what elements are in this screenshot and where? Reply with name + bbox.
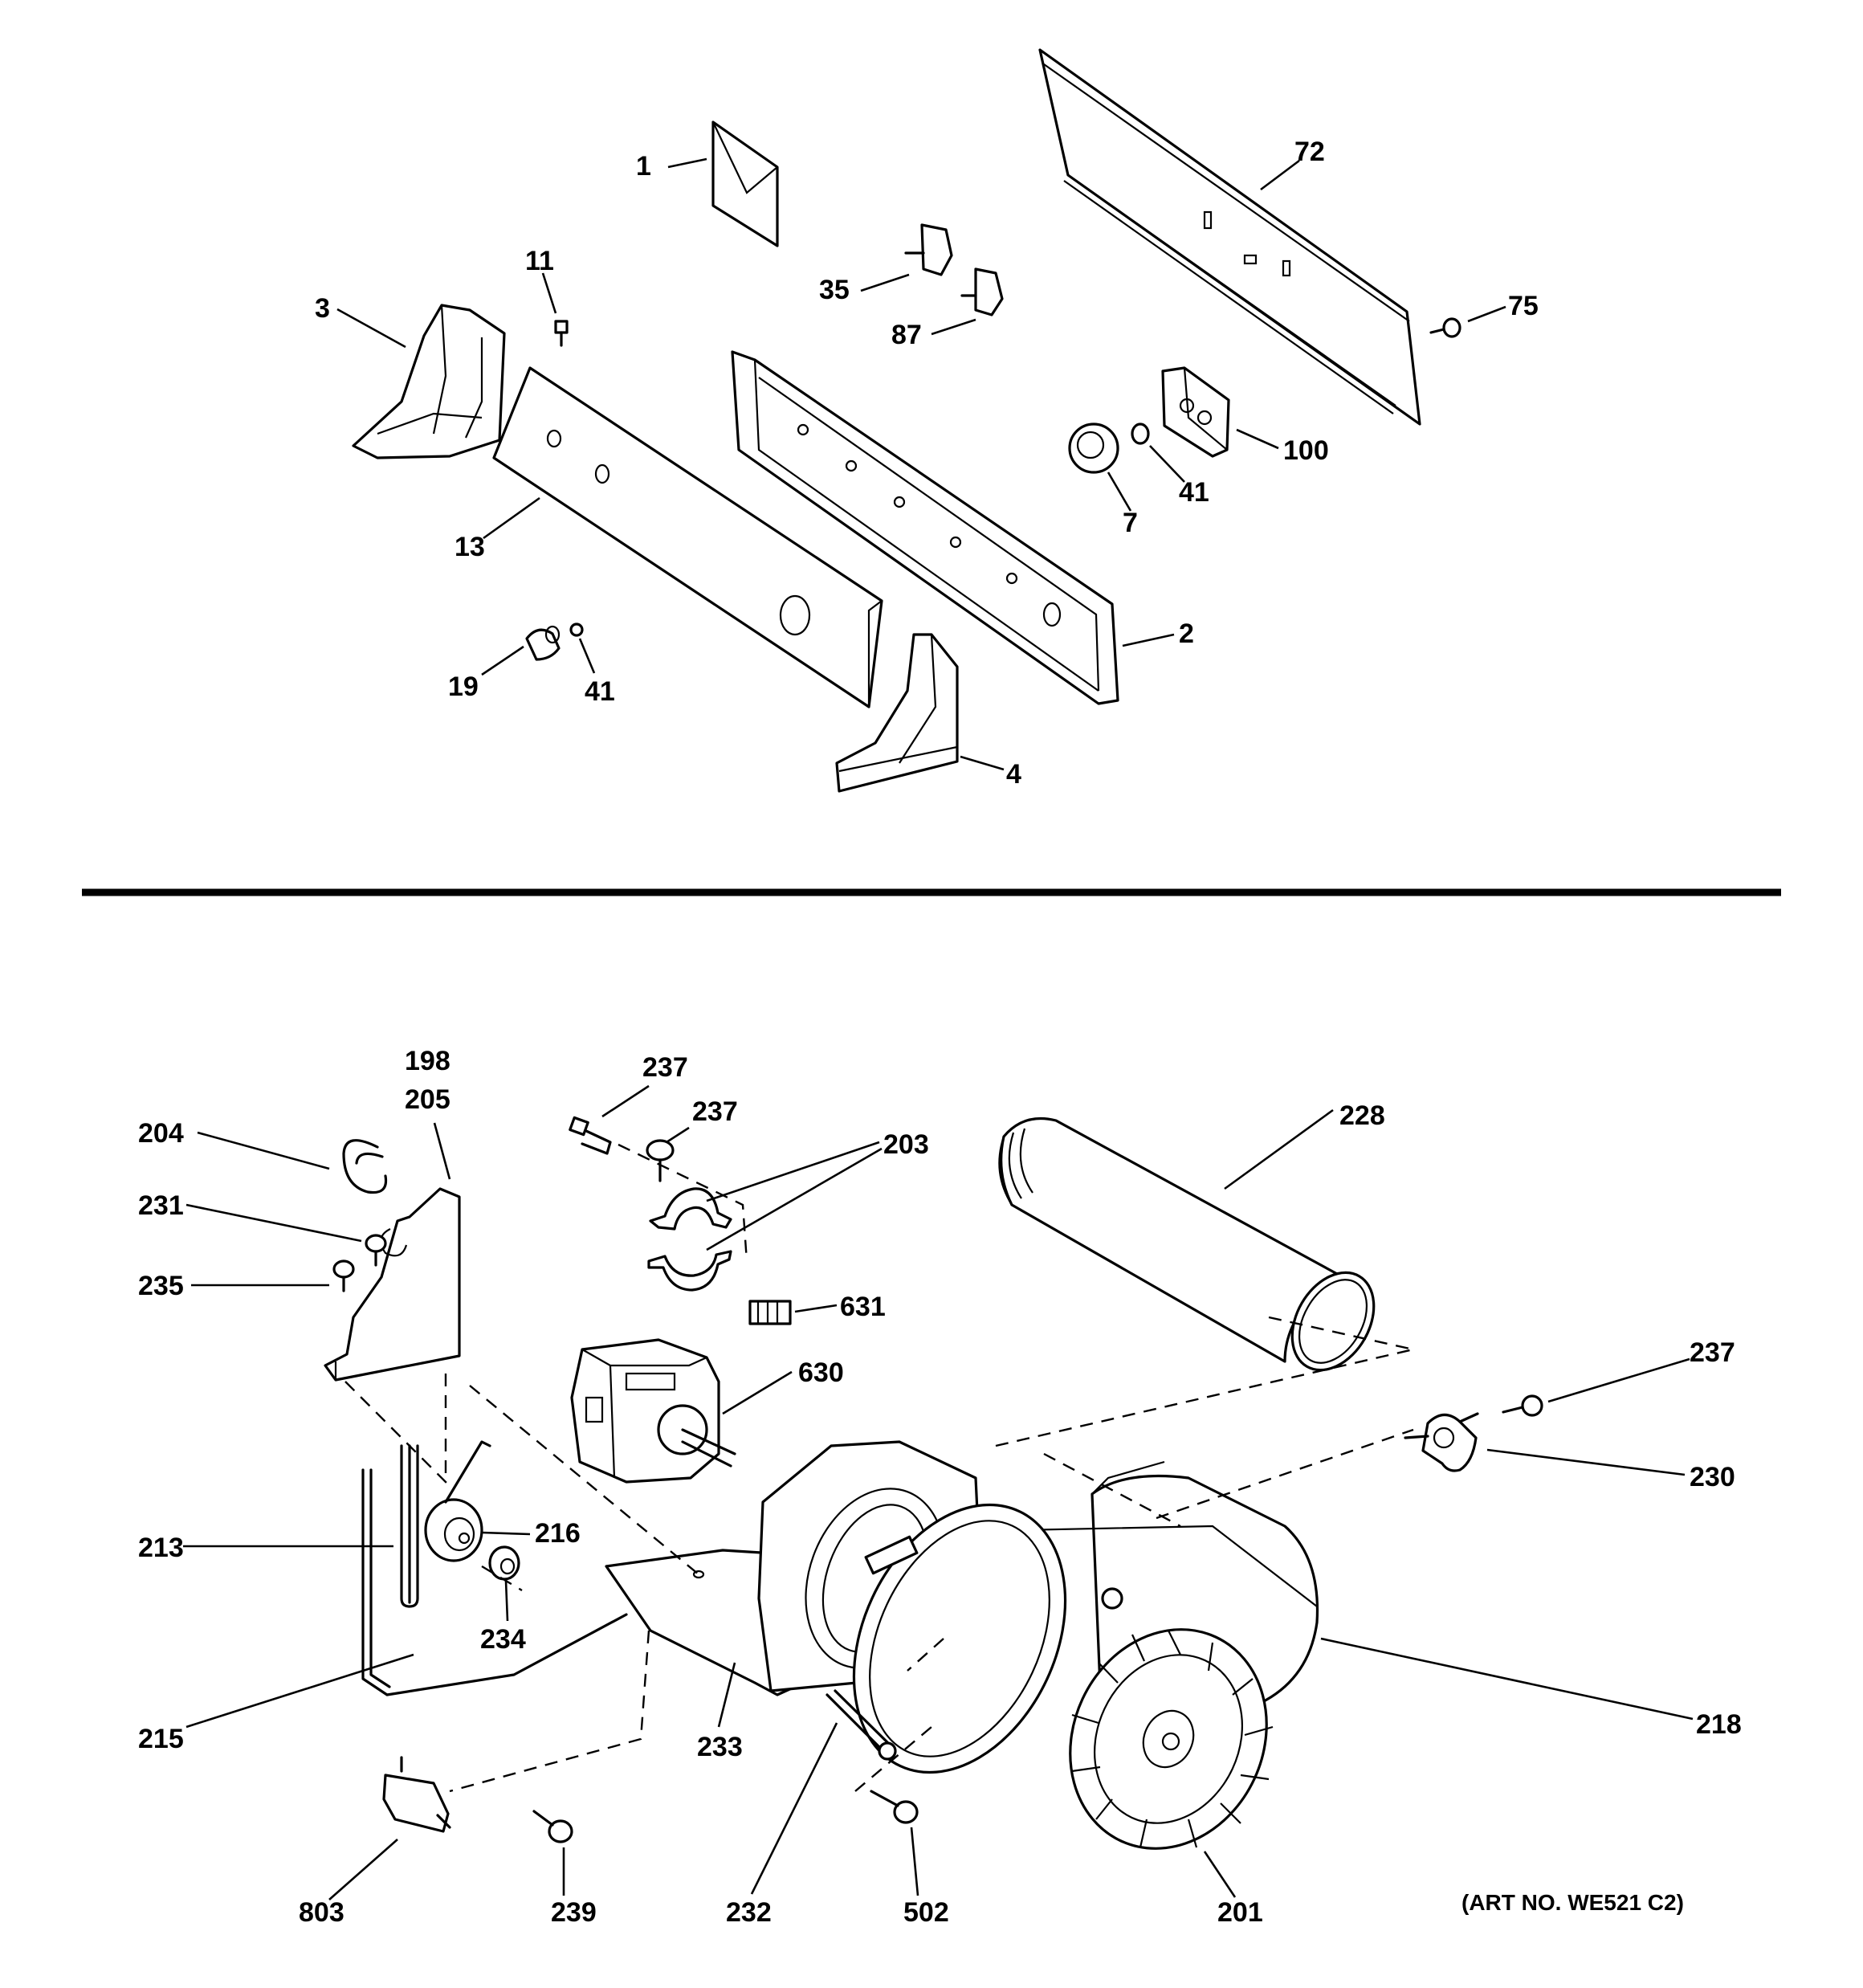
part-228-duct [998, 1116, 1376, 1372]
part-630-motor [570, 1338, 736, 1484]
part-237-screw-b [646, 1139, 675, 1182]
part-13-control-panel [492, 366, 883, 708]
part-204-clip [342, 1139, 388, 1194]
callout-3: 3 [315, 293, 330, 324]
part-215-idler-arm [361, 1468, 628, 1696]
callout-232: 232 [726, 1897, 772, 1928]
callout-7: 7 [1123, 508, 1138, 538]
part-232-screw-rod [826, 1689, 897, 1761]
callout-228: 228 [1339, 1100, 1385, 1131]
callout-19: 19 [448, 672, 479, 702]
callout-75: 75 [1508, 291, 1539, 321]
part-198-205-mount-bracket [324, 1187, 461, 1382]
part-1-envelope [711, 120, 779, 247]
callout-631: 631 [840, 1292, 886, 1322]
callout-239: 239 [551, 1897, 597, 1928]
callout-235: 235 [138, 1271, 184, 1301]
bottom-callouts: 198 205 204 231 235 237 237 203 228 631 … [138, 1046, 1742, 1928]
callout-237-c: 237 [1690, 1337, 1735, 1368]
part-213-belt [400, 1444, 419, 1608]
callout-72: 72 [1294, 137, 1325, 167]
part-2-panel-frame [731, 350, 1119, 705]
part-100-timer [1161, 366, 1230, 458]
callout-231: 231 [138, 1190, 184, 1221]
callout-204: 204 [138, 1118, 184, 1149]
part-231-screw [365, 1234, 387, 1267]
part-11-screw [554, 320, 569, 347]
part-631-connector [748, 1300, 792, 1325]
part-41-insert-bottom [569, 623, 584, 637]
part-237-screw-a [569, 1116, 612, 1155]
part-235-screw [332, 1259, 355, 1292]
top-section: 1 72 11 3 35 87 75 100 41 7 13 2 19 41 4 [315, 48, 1539, 793]
top-leader-lines [336, 157, 1506, 771]
callout-215: 215 [138, 1724, 184, 1754]
callout-41-bottom: 41 [585, 676, 615, 707]
bottom-section: 198 205 204 231 235 237 237 203 228 631 … [138, 1046, 1742, 1928]
part-502-screw [870, 1790, 919, 1824]
part-237-screw-c [1502, 1394, 1543, 1417]
part-232-blower-seal-ring [852, 1503, 1123, 1774]
callout-11: 11 [525, 246, 554, 276]
callout-630: 630 [798, 1357, 844, 1388]
part-203-clamp-lower [647, 1250, 732, 1292]
callout-41-top: 41 [1179, 477, 1209, 508]
part-239-screw [532, 1810, 573, 1843]
art-number: (ART NO. WE521 C2) [1461, 1890, 1684, 1915]
part-72-rear-panel [1038, 48, 1421, 426]
part-234-bushing [488, 1545, 520, 1581]
callout-205: 205 [405, 1084, 450, 1115]
part-233-base-bracket [605, 1549, 797, 1696]
part-201-blower-wheel [1069, 1628, 1274, 1850]
part-230-thermostat [1404, 1412, 1479, 1472]
callout-13: 13 [455, 532, 485, 562]
part-203-clamp-upper [649, 1187, 732, 1231]
callout-35: 35 [819, 275, 850, 305]
callout-1: 1 [636, 151, 651, 182]
callout-502: 502 [903, 1897, 949, 1928]
callout-237-b: 237 [692, 1096, 738, 1127]
callout-218: 218 [1696, 1709, 1742, 1740]
bottom-leader-lines [183, 1084, 1694, 1900]
part-4-end-cap-right [835, 633, 959, 793]
callout-237-a: 237 [642, 1052, 688, 1083]
callout-100: 100 [1283, 435, 1329, 466]
part-3-end-cap-left [352, 304, 506, 459]
part-803-switch [382, 1756, 451, 1833]
part-75-screw [1429, 317, 1461, 338]
callout-230: 230 [1690, 1462, 1735, 1492]
callout-803: 803 [299, 1897, 344, 1928]
callout-234: 234 [480, 1624, 526, 1655]
part-216-idler-pulley [424, 1440, 491, 1562]
part-19-knob [525, 625, 561, 661]
callout-87: 87 [891, 320, 922, 350]
callout-213: 213 [138, 1533, 184, 1563]
top-callouts: 1 72 11 3 35 87 75 100 41 7 13 2 19 41 4 [315, 137, 1539, 790]
callout-201: 201 [1217, 1897, 1263, 1928]
part-35-bracket [904, 223, 953, 276]
part-7-knob [1068, 423, 1119, 474]
part-41-insert-top [1131, 423, 1150, 445]
callout-216: 216 [535, 1518, 581, 1549]
callout-233: 233 [697, 1732, 743, 1762]
callout-2: 2 [1179, 618, 1194, 649]
callout-198: 198 [405, 1046, 450, 1076]
part-87-bracket [960, 267, 1004, 316]
callout-203: 203 [883, 1129, 929, 1160]
assembly-dashed-lines [344, 1143, 1414, 1793]
callout-4: 4 [1006, 759, 1021, 790]
